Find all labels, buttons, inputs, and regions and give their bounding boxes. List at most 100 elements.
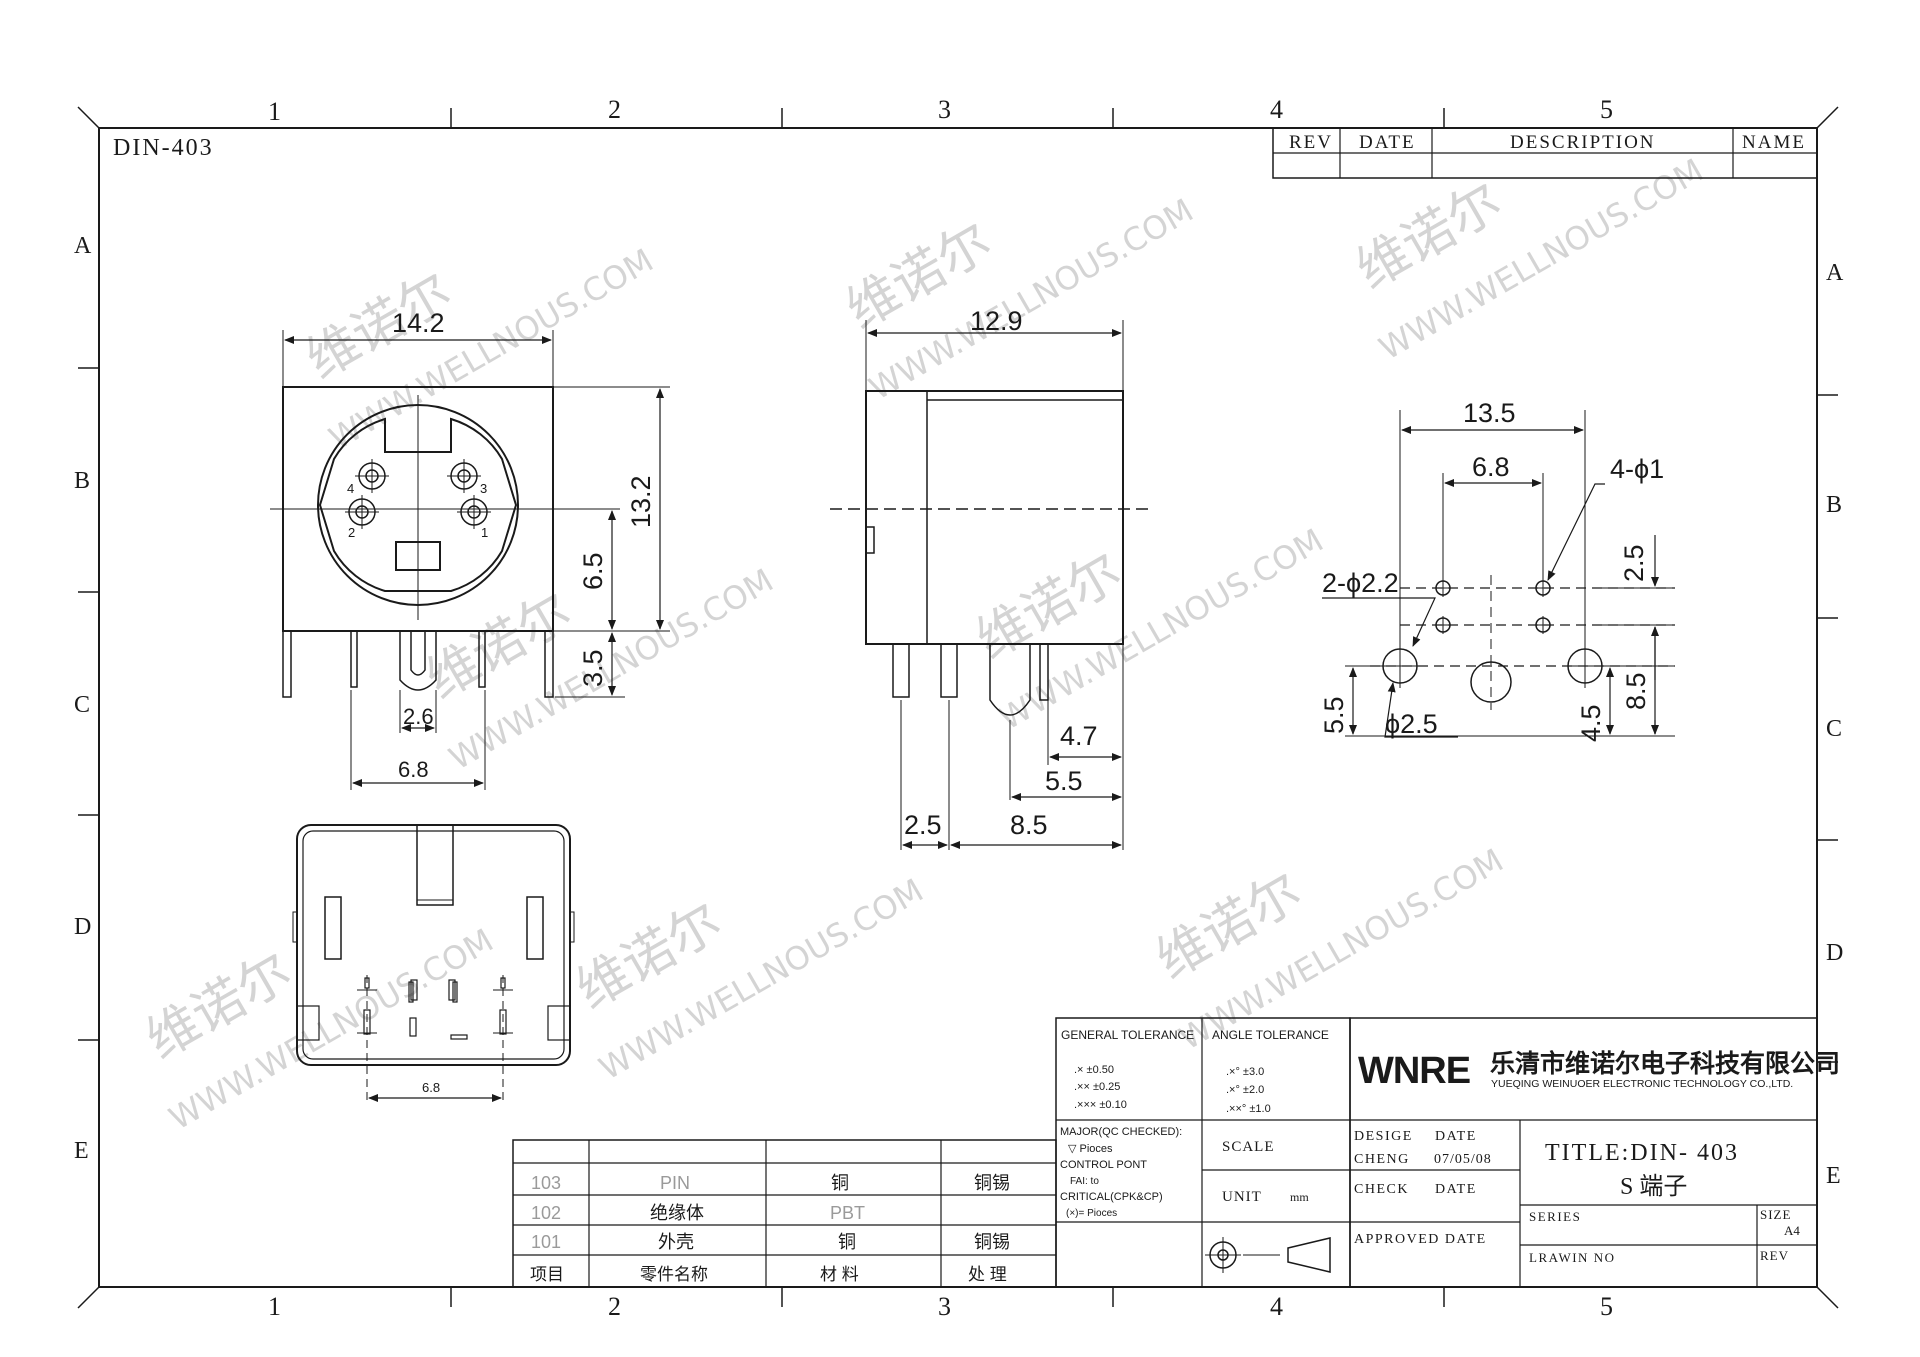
row-label: B bbox=[74, 468, 90, 494]
name-header: NAME bbox=[1742, 132, 1806, 153]
column-label: 3 bbox=[938, 95, 951, 124]
company-name-en: YUEQING WEINUOER ELECTRONIC TECHNOLOGY C… bbox=[1491, 1078, 1793, 1090]
revision-table: REV DATE DESCRIPTION NAME bbox=[1272, 127, 1818, 179]
cheng-date: 07/05/08 bbox=[1434, 1152, 1492, 1167]
drawing-no-label: LRAWIN NO bbox=[1529, 1250, 1615, 1265]
column-labels-top: 1 2 3 4 5 bbox=[268, 95, 1613, 126]
column-label: 1 bbox=[268, 1292, 281, 1321]
bom-footer: 项目 零件名称 材 料 处 理 bbox=[530, 1265, 1007, 1284]
general-tolerance-line: .×× ±0.25 bbox=[1074, 1081, 1120, 1093]
bom-table: 103 PIN 铜 铜锡 102 绝缘体 PBT 101 外壳 铜 铜锡 项目 … bbox=[512, 1139, 1057, 1288]
bom-part-name: PIN bbox=[660, 1173, 690, 1193]
general-tolerance-title: GENERAL TOLERANCE bbox=[1061, 1028, 1194, 1042]
pin-hole bbox=[355, 459, 389, 493]
bottom-view: 6.8 bbox=[292, 824, 575, 1102]
dim-small-holes: 4-ϕ1 bbox=[1610, 454, 1664, 484]
bom-material: 铜 bbox=[838, 1232, 856, 1252]
rev-label: REV bbox=[1760, 1248, 1789, 1263]
bom-material: 铜 bbox=[831, 1173, 849, 1193]
dim-row-spacing: 2.5 bbox=[1619, 544, 1649, 582]
dim-width: 14.2 bbox=[392, 308, 445, 338]
major-line: ▽ Pioces bbox=[1068, 1143, 1113, 1155]
row-label: C bbox=[74, 692, 90, 718]
bom-header-treatment: 处 理 bbox=[968, 1265, 1007, 1284]
row-labels-left: A B C D E bbox=[74, 233, 92, 1164]
column-label: 3 bbox=[938, 1292, 951, 1321]
bom-item-no: 103 bbox=[531, 1173, 561, 1193]
company-name-cn: 乐清市维诺尔电子科技有限公司 bbox=[1490, 1049, 1840, 1078]
major-line: MAJOR(QC CHECKED): bbox=[1060, 1126, 1182, 1138]
unit-value: mm bbox=[1290, 1190, 1309, 1204]
design-date-label: DATE bbox=[1435, 1129, 1477, 1144]
pin-hole bbox=[447, 459, 481, 493]
dim-leg-length: 3.5 bbox=[578, 649, 608, 687]
major-line: CONTROL PONT bbox=[1060, 1159, 1147, 1171]
angle-tolerance-line: .××° ±1.0 bbox=[1226, 1103, 1271, 1115]
pin-number: 3 bbox=[480, 481, 487, 496]
major-line: (×)= Pioces bbox=[1066, 1208, 1117, 1219]
dim-outer-pitch: 13.5 bbox=[1463, 398, 1516, 428]
bom-material: PBT bbox=[830, 1203, 865, 1223]
mount-hole bbox=[1470, 661, 1512, 703]
column-labels-bottom: 1 2 3 4 5 bbox=[268, 1292, 1613, 1321]
bom-item-no: 101 bbox=[531, 1232, 561, 1252]
title-block: WNRE 乐清市维诺尔电子科技有限公司 YUEQING WEINUOER ELE… bbox=[1349, 1017, 1840, 1288]
table-row: 101 外壳 铜 铜锡 bbox=[531, 1232, 1010, 1252]
dim-depth: 12.9 bbox=[970, 306, 1023, 336]
column-label: 5 bbox=[1600, 1292, 1613, 1321]
pin-number: 1 bbox=[481, 525, 488, 540]
row-label: C bbox=[1826, 716, 1842, 742]
unit-label: UNIT bbox=[1222, 1189, 1262, 1205]
row-label: B bbox=[1826, 492, 1842, 518]
column-label: 2 bbox=[608, 95, 621, 124]
row-label: D bbox=[1826, 940, 1843, 966]
projection-symbol-icon bbox=[1205, 1237, 1331, 1273]
column-label: 4 bbox=[1270, 95, 1283, 124]
drawing-title: TITLE:DIN- 403 bbox=[1545, 1140, 1739, 1166]
design-label: DESIGE bbox=[1354, 1129, 1413, 1144]
dim-pin-span: 8.5 bbox=[1010, 810, 1048, 840]
row-label: A bbox=[74, 233, 92, 259]
angle-tolerance-title: ANGLE TOLERANCE bbox=[1212, 1028, 1329, 1042]
dim-bottom-spacing: 6.8 bbox=[422, 1080, 440, 1095]
row-label: E bbox=[1826, 1163, 1841, 1189]
bom-treatment: 铜锡 bbox=[974, 1232, 1010, 1252]
company-logo: WNRE 乐清市维诺尔电子科技有限公司 YUEQING WEINUOER ELE… bbox=[1358, 1049, 1840, 1092]
size-value: A4 bbox=[1784, 1223, 1800, 1238]
company-logo-text: WNRE bbox=[1358, 1050, 1470, 1092]
dim-front-pin: 2.5 bbox=[904, 810, 942, 840]
dim-center-hole: ϕ2.5 bbox=[1385, 709, 1438, 739]
row-label: E bbox=[74, 1138, 89, 1164]
bom-header-item: 项目 bbox=[530, 1265, 564, 1284]
bom-treatment: 铜锡 bbox=[974, 1173, 1010, 1193]
bom-part-name: 外壳 bbox=[658, 1232, 694, 1252]
part-label: DIN-403 bbox=[113, 135, 214, 161]
pcb-footprint: 13.5 6.8 4-ϕ1 2.5 2-ϕ2.2 5.5 ϕ2.5 4.5 8.… bbox=[1319, 398, 1675, 742]
table-row: 102 绝缘体 PBT bbox=[531, 1203, 865, 1223]
dim-height: 13.2 bbox=[626, 475, 656, 528]
scale-label: SCALE bbox=[1222, 1139, 1275, 1155]
column-label: 5 bbox=[1600, 95, 1613, 124]
pin-number: 4 bbox=[347, 481, 354, 496]
angle-tolerance-line: .×° ±3.0 bbox=[1226, 1066, 1264, 1078]
size-label: SIZE bbox=[1760, 1207, 1791, 1222]
dim-center-height: 6.5 bbox=[578, 552, 608, 590]
check-label: CHECK bbox=[1354, 1182, 1409, 1197]
front-view: 4 3 2 1 14.2 13.2 6.5 3.5 2.6 6.8 bbox=[270, 308, 670, 790]
row-label: D bbox=[74, 914, 91, 940]
row-label: A bbox=[1826, 260, 1844, 286]
angle-tolerance-line: .×° ±2.0 bbox=[1226, 1084, 1264, 1096]
general-tolerance-line: .× ±0.50 bbox=[1074, 1064, 1114, 1076]
dim-key-width: 2.6 bbox=[403, 704, 434, 729]
bom-item-no: 102 bbox=[531, 1203, 561, 1223]
table-row: 103 PIN 铜 铜锡 bbox=[531, 1173, 1010, 1193]
drawing-subtitle: S 端子 bbox=[1620, 1173, 1687, 1200]
pin-hole bbox=[345, 495, 379, 529]
general-tolerance-line: .××× ±0.10 bbox=[1074, 1099, 1127, 1111]
dim-leg-spacing: 6.8 bbox=[398, 757, 429, 782]
approved-label: APPROVED DATE bbox=[1354, 1232, 1487, 1247]
description-header: DESCRIPTION bbox=[1510, 132, 1656, 153]
dim-mount-holes: 2-ϕ2.2 bbox=[1322, 568, 1399, 598]
pin-number: 2 bbox=[348, 525, 355, 540]
check-date-label: DATE bbox=[1435, 1182, 1477, 1197]
